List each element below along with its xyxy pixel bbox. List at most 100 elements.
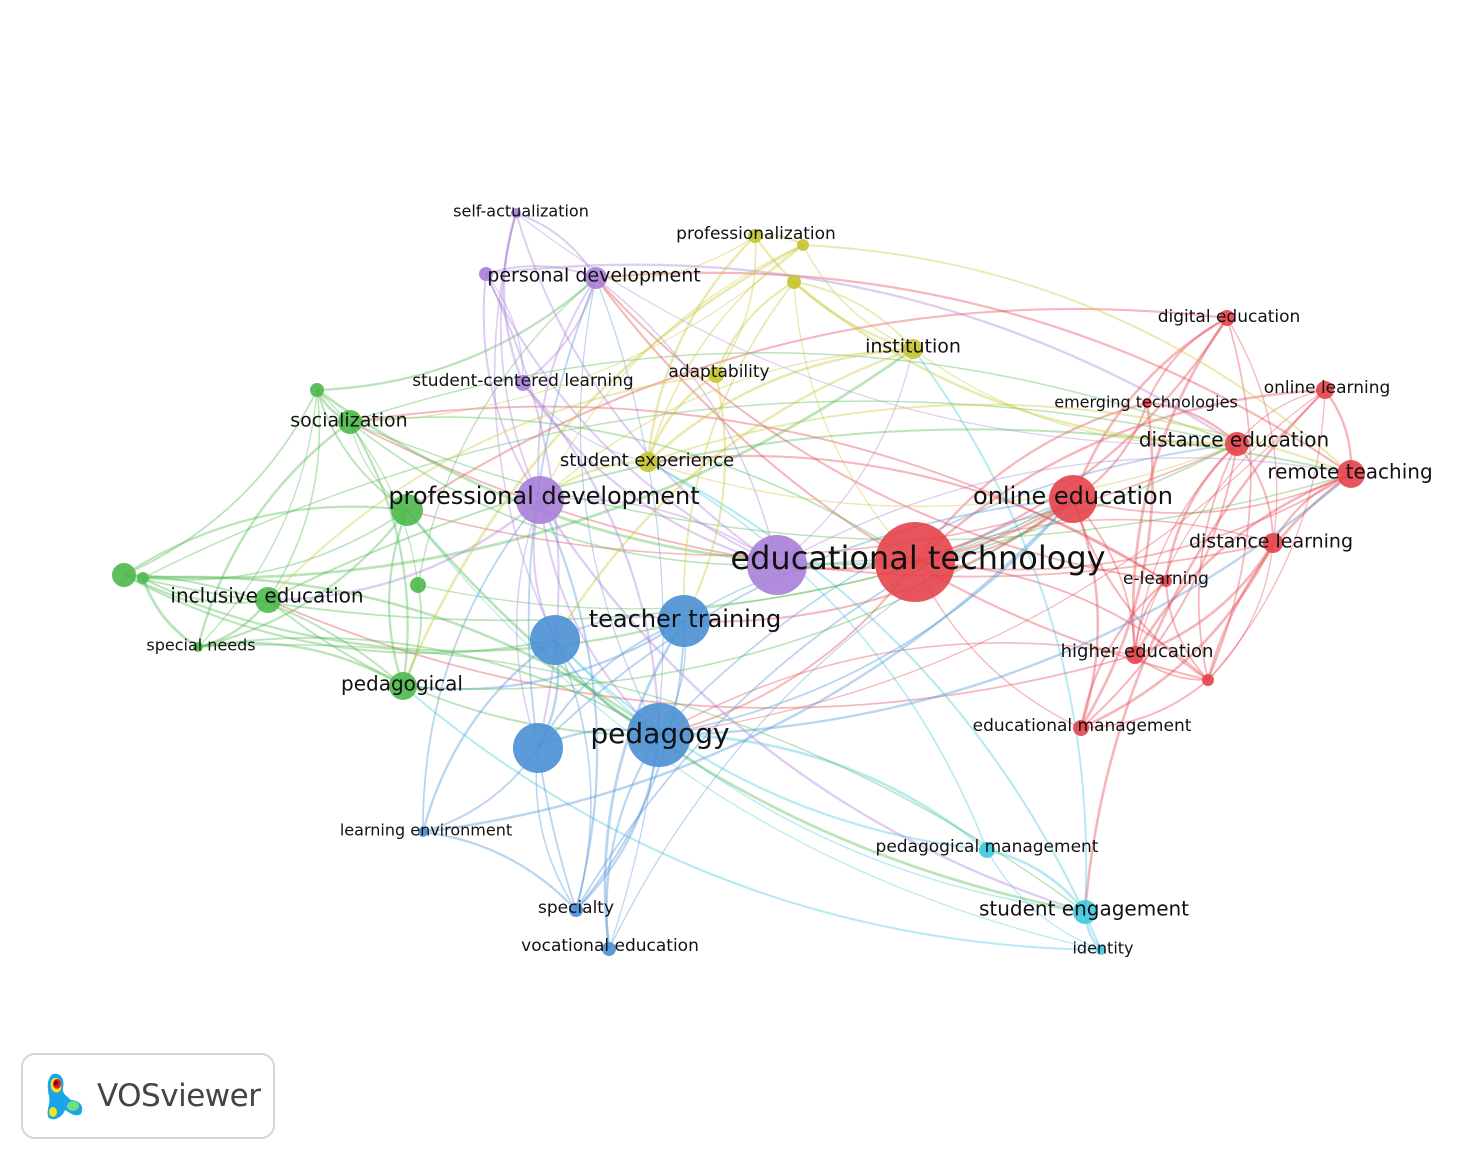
node-label-emerging-technologies[interactable]: emerging technologies: [1054, 393, 1238, 412]
node-label-pedagogical[interactable]: pedagogical: [341, 672, 463, 696]
node-special-needs[interactable]: [193, 642, 203, 652]
node-pedagogical-management[interactable]: [979, 842, 995, 858]
edge: [142, 577, 269, 604]
node-green-hub[interactable]: [391, 494, 423, 526]
node-label-socialization[interactable]: socialization: [290, 410, 407, 432]
node-student-experience[interactable]: [638, 452, 658, 472]
edge: [539, 497, 778, 566]
node-pedagogy[interactable]: [627, 703, 691, 767]
node-emerging-technologies[interactable]: [1142, 398, 1152, 408]
edge: [1207, 542, 1274, 681]
node-label-personal-development[interactable]: personal development: [487, 265, 700, 287]
node-green-left-2[interactable]: [137, 572, 149, 584]
node-label-distance-education[interactable]: distance education: [1139, 428, 1329, 452]
edge: [349, 421, 409, 687]
node-distance-education[interactable]: [1225, 432, 1249, 456]
node-e-learning[interactable]: [1160, 575, 1172, 587]
node-red-unlabeled[interactable]: [1202, 674, 1214, 686]
node-label-distance-learning[interactable]: distance learning: [1189, 531, 1353, 553]
node-vocational-education[interactable]: [602, 942, 616, 956]
node-personal-development[interactable]: [585, 267, 607, 289]
edge: [349, 352, 1238, 445]
node-purple-small[interactable]: [479, 267, 493, 281]
edge: [646, 373, 717, 463]
node-label-e-learning[interactable]: e-learning: [1123, 569, 1209, 589]
edge: [349, 244, 804, 423]
node-self-actualization[interactable]: [511, 208, 521, 218]
edge: [422, 499, 541, 833]
node-teacher-training[interactable]: [658, 595, 710, 647]
node-label-remote-teaching[interactable]: remote teaching: [1267, 460, 1432, 484]
label-layer: educational technology online education di…: [146, 202, 1432, 958]
node-label-pedagogy[interactable]: pedagogy: [590, 717, 729, 750]
node-label-pedagogical-management[interactable]: pedagogical management: [876, 837, 1099, 857]
node-blue-unlabeled-1[interactable]: [530, 615, 580, 665]
edge: [539, 348, 914, 501]
edge: [605, 734, 660, 950]
edge: [402, 498, 1074, 690]
node-distance-learning[interactable]: [1263, 533, 1283, 553]
edge: [422, 830, 577, 911]
node-label-higher-education[interactable]: higher education: [1061, 641, 1214, 662]
node-professionalization[interactable]: [748, 229, 762, 243]
node-pedagogical[interactable]: [389, 672, 417, 700]
edge: [647, 244, 804, 463]
node-institution[interactable]: [903, 339, 923, 359]
node-label-inclusive-education[interactable]: inclusive education: [170, 584, 363, 608]
node-label-professional-development[interactable]: professional development: [388, 482, 699, 510]
node-higher-education[interactable]: [1126, 646, 1144, 664]
node-inclusive-education[interactable]: [255, 587, 281, 613]
node-student-centered-learning[interactable]: [515, 375, 531, 391]
edge: [912, 348, 1238, 446]
node-green-small-1[interactable]: [310, 383, 324, 397]
node-label-adaptability[interactable]: adaptability: [668, 362, 769, 382]
node-label-teacher-training[interactable]: teacher training: [589, 605, 782, 633]
node-yellow-small-2[interactable]: [787, 275, 801, 289]
node-label-special-needs[interactable]: special needs: [146, 636, 255, 655]
node-adaptability[interactable]: [708, 367, 724, 383]
node-online-learning[interactable]: [1316, 381, 1334, 399]
node-label-specialty[interactable]: specialty: [538, 898, 614, 918]
node-label-educational-management[interactable]: educational management: [973, 716, 1192, 736]
edge: [1206, 472, 1352, 681]
node-label-identity[interactable]: identity: [1072, 939, 1133, 958]
node-educational-technology[interactable]: [875, 522, 955, 602]
node-label-online-education[interactable]: online education: [973, 482, 1173, 510]
node-remote-teaching[interactable]: [1337, 460, 1365, 488]
node-purple-hub[interactable]: [747, 535, 807, 595]
node-label-institution[interactable]: institution: [865, 336, 961, 358]
node-student-engagement[interactable]: [1073, 900, 1097, 924]
edge: [793, 281, 914, 350]
node-identity[interactable]: [1096, 945, 1106, 955]
node-green-small-2[interactable]: [410, 577, 426, 593]
node-label-student-centered-learning[interactable]: student-centered learning: [412, 371, 633, 391]
node-label-professionalization[interactable]: professionalization: [676, 224, 836, 244]
edge: [579, 277, 660, 736]
node-socialization[interactable]: [338, 410, 362, 434]
node-label-student-engagement[interactable]: student engagement: [979, 897, 1189, 921]
node-green-left-1[interactable]: [112, 563, 136, 587]
edge: [1207, 389, 1326, 681]
node-label-online-learning[interactable]: online learning: [1264, 378, 1391, 398]
node-label-educational-technology[interactable]: educational technology: [730, 539, 1105, 577]
node-label-self-actualization[interactable]: self-actualization: [453, 202, 589, 221]
node-learning-environment[interactable]: [418, 827, 428, 837]
node-yellow-small-1[interactable]: [797, 239, 809, 251]
node-professional-development[interactable]: [516, 476, 564, 524]
edge: [537, 277, 597, 501]
edge: [406, 443, 1238, 557]
node-specialty[interactable]: [569, 903, 583, 917]
node-online-education[interactable]: [1049, 475, 1097, 523]
edge: [647, 443, 1238, 508]
node-label-student-experience[interactable]: student experience: [560, 450, 734, 471]
node-educational-management[interactable]: [1073, 720, 1089, 736]
node-label-learning-environment[interactable]: learning environment: [340, 821, 512, 840]
edge: [714, 281, 795, 376]
node-digital-education[interactable]: [1219, 310, 1235, 326]
node-blue-unlabeled-2[interactable]: [513, 723, 563, 773]
node-label-vocational-education[interactable]: vocational education: [521, 936, 699, 956]
node-label-digital-education[interactable]: digital education: [1158, 307, 1301, 327]
edge: [197, 509, 408, 649]
edge: [539, 499, 599, 911]
